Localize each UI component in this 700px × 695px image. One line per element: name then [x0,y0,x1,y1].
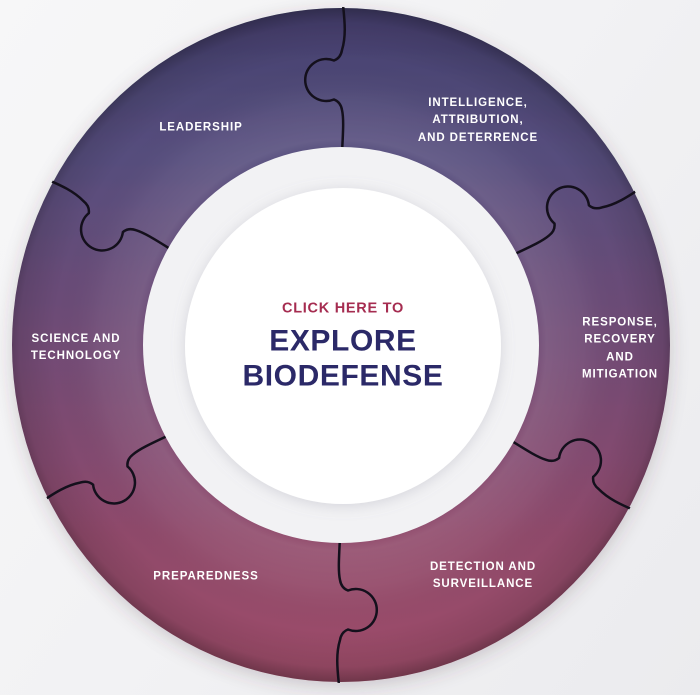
center-circle[interactable] [185,188,501,504]
puzzle-piece-detection-and-surveillance[interactable]: DETECTION AND SURVEILLANCE [429,560,537,590]
puzzle-divider-lower-left [38,433,173,505]
puzzle-divider-lower-right [507,437,639,513]
puzzle-piece-science-and-technology[interactable]: SCIENCE AND TECHNOLOGY [30,332,122,362]
puzzle-piece-response-recovery-and-mitigation[interactable]: RESPONSE, RECOVERY AND MITIGATION [581,316,659,381]
puzzle-piece-preparedness[interactable]: PREPAREDNESS [153,570,259,583]
center-kicker-text: CLICK HERE TO [282,300,404,317]
center-title-text: EXPLORE BIODEFENSE [242,324,444,393]
puzzle-dividers [38,7,644,683]
puzzle-divider-upper-right [509,185,644,257]
puzzle-piece-intelligence-attribution-and-deterrence[interactable]: INTELLIGENCE, ATTRIBUTION, AND DETERRENC… [417,97,539,144]
puzzle-divider-upper-left [43,177,175,253]
puzzle-divider-top [303,7,346,155]
explore-biodefense-button[interactable]: CLICK HERE TO EXPLORE BIODEFENSE [242,300,443,393]
puzzle-divider-bottom [336,535,379,683]
puzzle-piece-leadership[interactable]: LEADERSHIP [159,121,243,134]
